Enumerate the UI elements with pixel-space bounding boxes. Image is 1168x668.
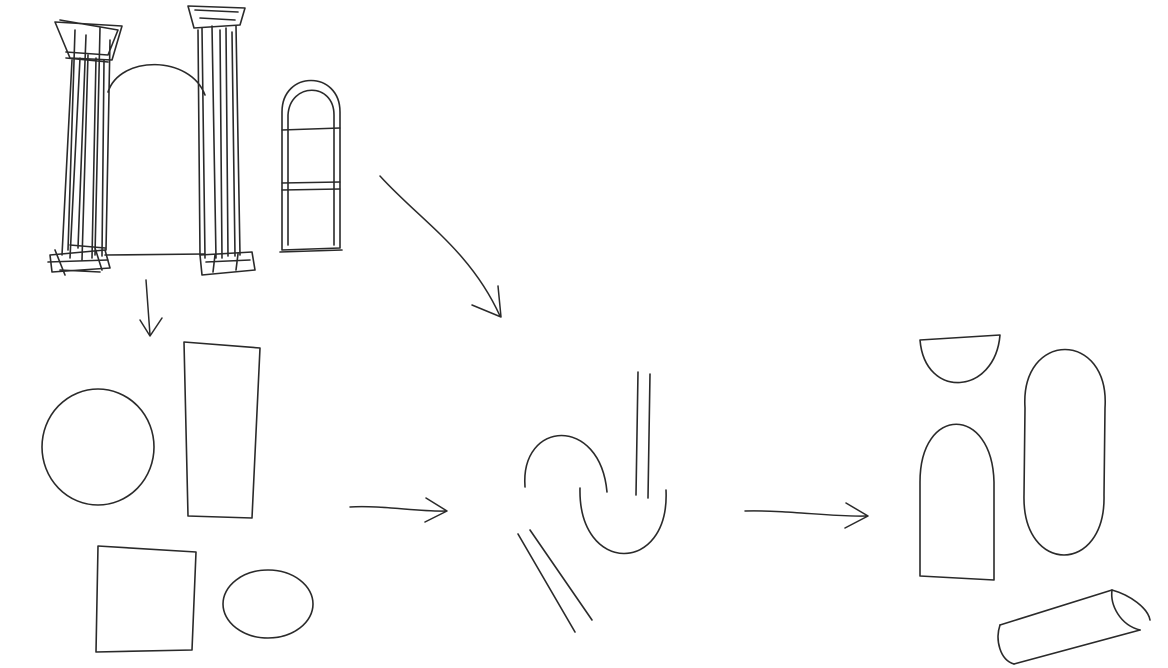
- oval-shape: [223, 570, 313, 638]
- tall-rectangle-shape: [184, 342, 260, 518]
- rounded-capsule-shape: [1024, 350, 1105, 556]
- arched-door-shape: [920, 424, 994, 580]
- arrow-to-result: [745, 503, 868, 528]
- arched-window: [280, 81, 342, 253]
- right-column: [188, 6, 255, 275]
- primitive-shapes: [42, 342, 313, 652]
- diagonal-pole-lines: [518, 530, 592, 632]
- square-shape: [96, 546, 196, 652]
- arrow-to-cut-pieces: [350, 498, 447, 522]
- arrow-down-from-columns: [140, 280, 162, 336]
- upper-arc-piece: [525, 436, 607, 493]
- vertical-pole-lines: [636, 372, 650, 498]
- cut-arch-pieces: [518, 372, 666, 632]
- bowl-arc-piece: [580, 488, 666, 554]
- assembled-result: [920, 335, 1150, 664]
- half-pipe-shape: [998, 590, 1150, 664]
- column-arch-source: [48, 6, 342, 275]
- arch-curve: [108, 65, 205, 95]
- circle-shape: [42, 389, 154, 505]
- half-disc-cap: [920, 335, 1000, 383]
- left-column: [48, 20, 122, 275]
- arch-base: [105, 254, 205, 255]
- arrow-diagonal-to-pieces: [380, 176, 501, 317]
